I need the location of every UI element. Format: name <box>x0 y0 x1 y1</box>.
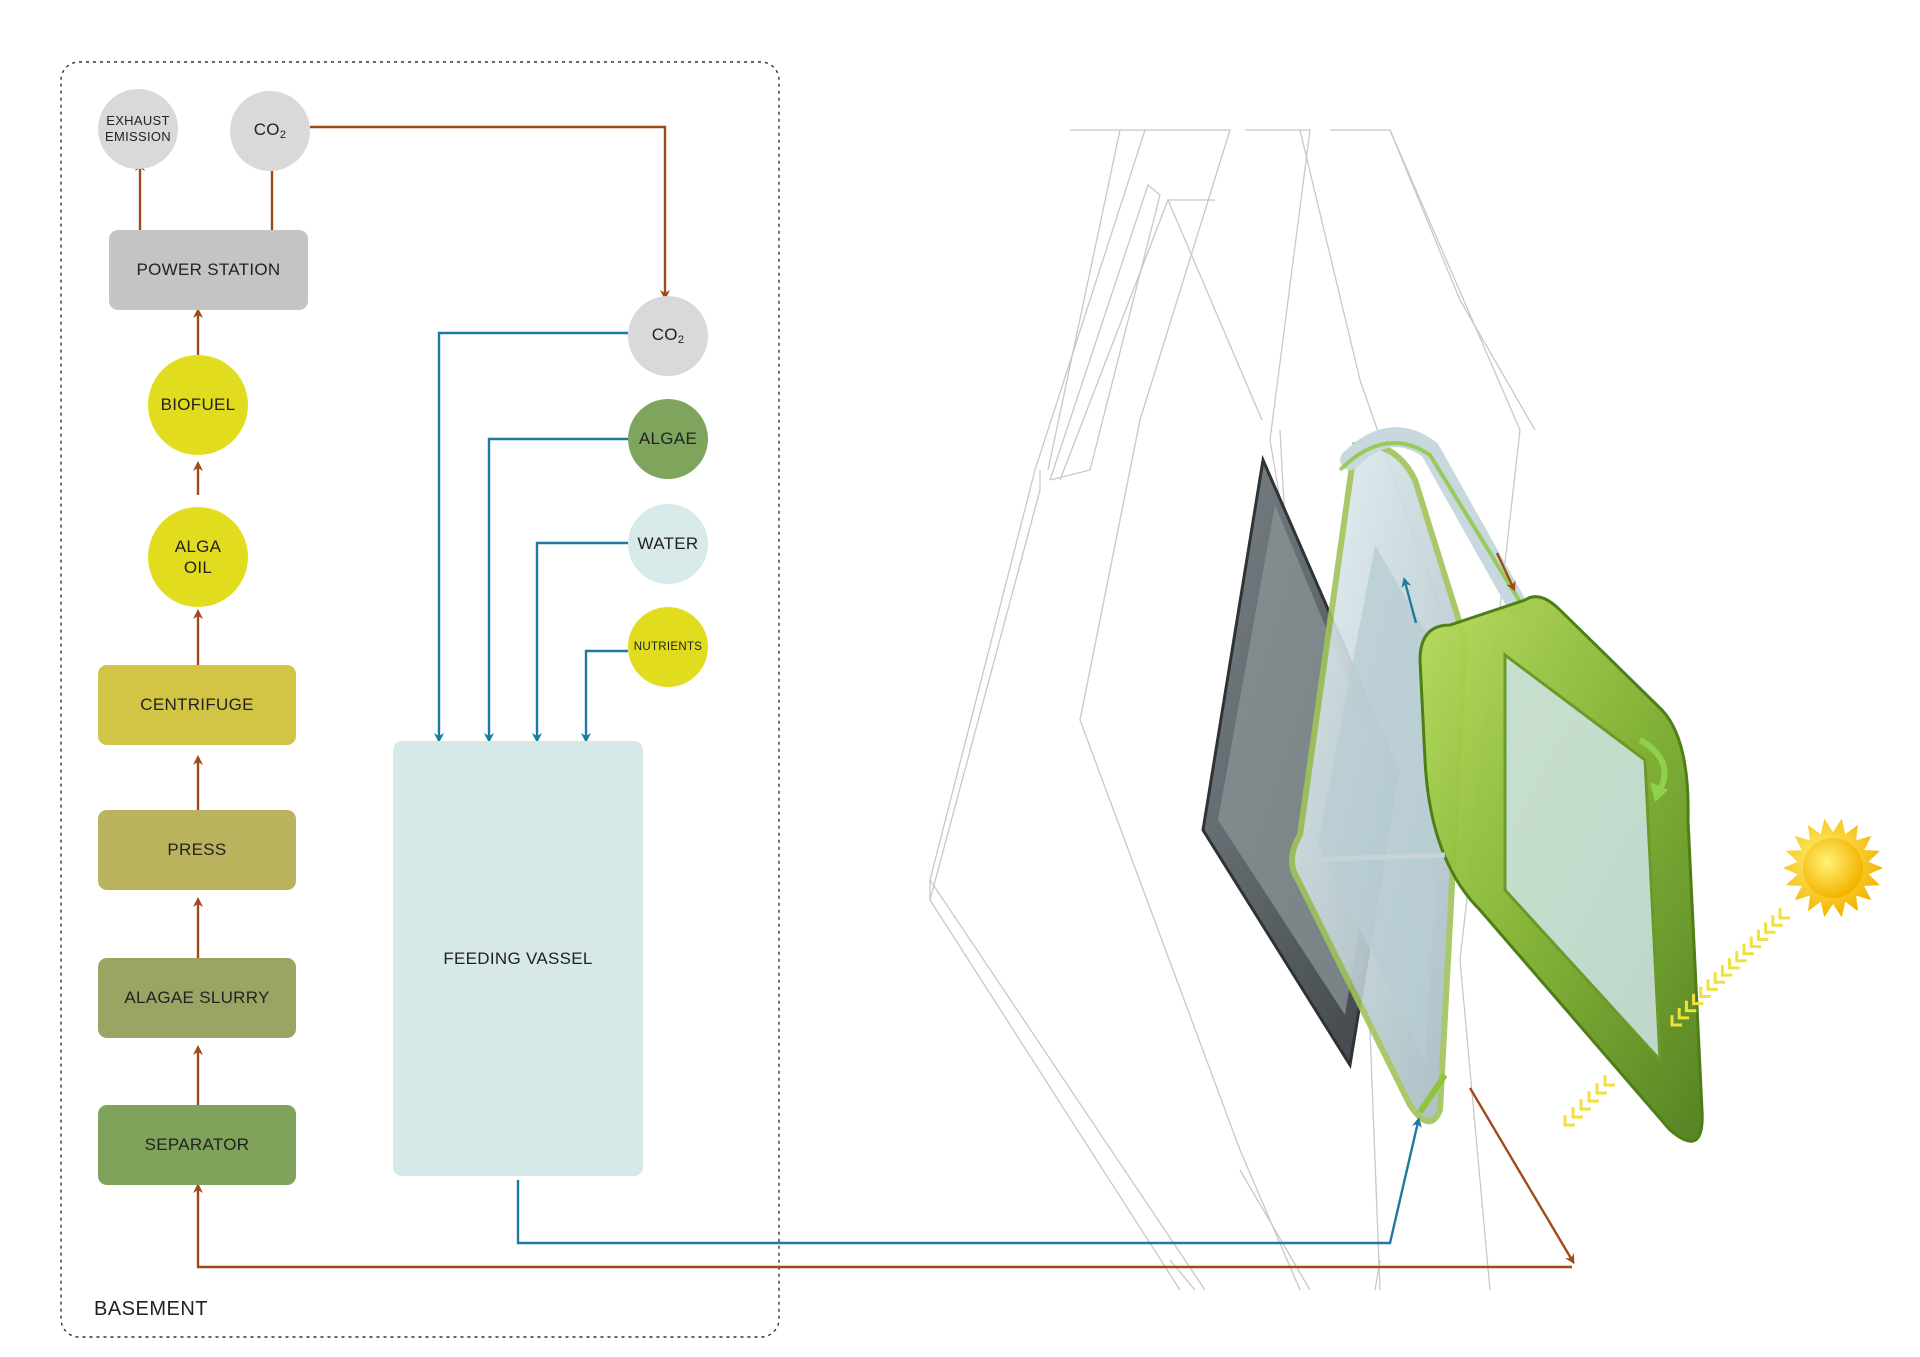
brown-flow-arrows <box>135 125 1575 1269</box>
power-station-label: POWER STATION <box>136 260 281 280</box>
separator-node: SEPARATOR <box>98 1105 296 1185</box>
water-node: WATER <box>628 504 708 584</box>
feeding-vessel-label: FEEDING VASSEL <box>443 948 593 968</box>
bioreactor-illustration <box>1201 427 1704 1143</box>
feeding-vessel-node: FEEDING VASSEL <box>393 741 643 1176</box>
co2-top-label: CO <box>253 120 280 140</box>
co2-top-sub: 2 <box>279 129 287 142</box>
building-facade-lines <box>929 129 1536 1291</box>
basement-boundary <box>60 61 780 1338</box>
press-node: PRESS <box>98 810 296 890</box>
basement-label: BASEMENT <box>94 1298 209 1320</box>
alga-oil-node: ALGA OIL <box>148 507 248 607</box>
biofuel-node: BIOFUEL <box>148 355 248 455</box>
sun-icon <box>1783 818 1883 918</box>
water-label: WATER <box>637 534 699 554</box>
exhaust-line2: EMISSION <box>105 129 171 144</box>
blue-flow-arrows <box>434 331 1422 1245</box>
press-label: PRESS <box>167 840 227 860</box>
rotate-arrow-icon <box>1638 737 1668 792</box>
algae-node: ALGAE <box>628 399 708 479</box>
centrifuge-label: CENTRIFUGE <box>140 695 254 715</box>
sunlight-rays <box>1563 908 1790 1127</box>
co2-right-node: CO2 <box>628 296 708 376</box>
nutrients-node: NUTRIENTS <box>628 607 708 687</box>
algae-slurry-node: ALAGAE SLURRY <box>98 958 296 1038</box>
co2-top-node: CO2 <box>230 91 310 171</box>
algae-slurry-label: ALAGAE SLURRY <box>124 988 270 1008</box>
exhaust-line1: EXHAUST <box>106 112 170 128</box>
co2-right-label: CO <box>651 325 678 345</box>
alga-oil-line2: OIL <box>183 558 213 577</box>
alga-oil-line1: ALGA <box>174 536 222 556</box>
algae-label: ALGAE <box>638 429 698 449</box>
power-station-node: POWER STATION <box>109 230 308 310</box>
co2-right-sub: 2 <box>677 334 685 347</box>
biofuel-label: BIOFUEL <box>160 395 236 415</box>
centrifuge-node: CENTRIFUGE <box>98 665 296 745</box>
nutrients-label: NUTRIENTS <box>633 640 703 653</box>
separator-label: SEPARATOR <box>144 1135 250 1155</box>
